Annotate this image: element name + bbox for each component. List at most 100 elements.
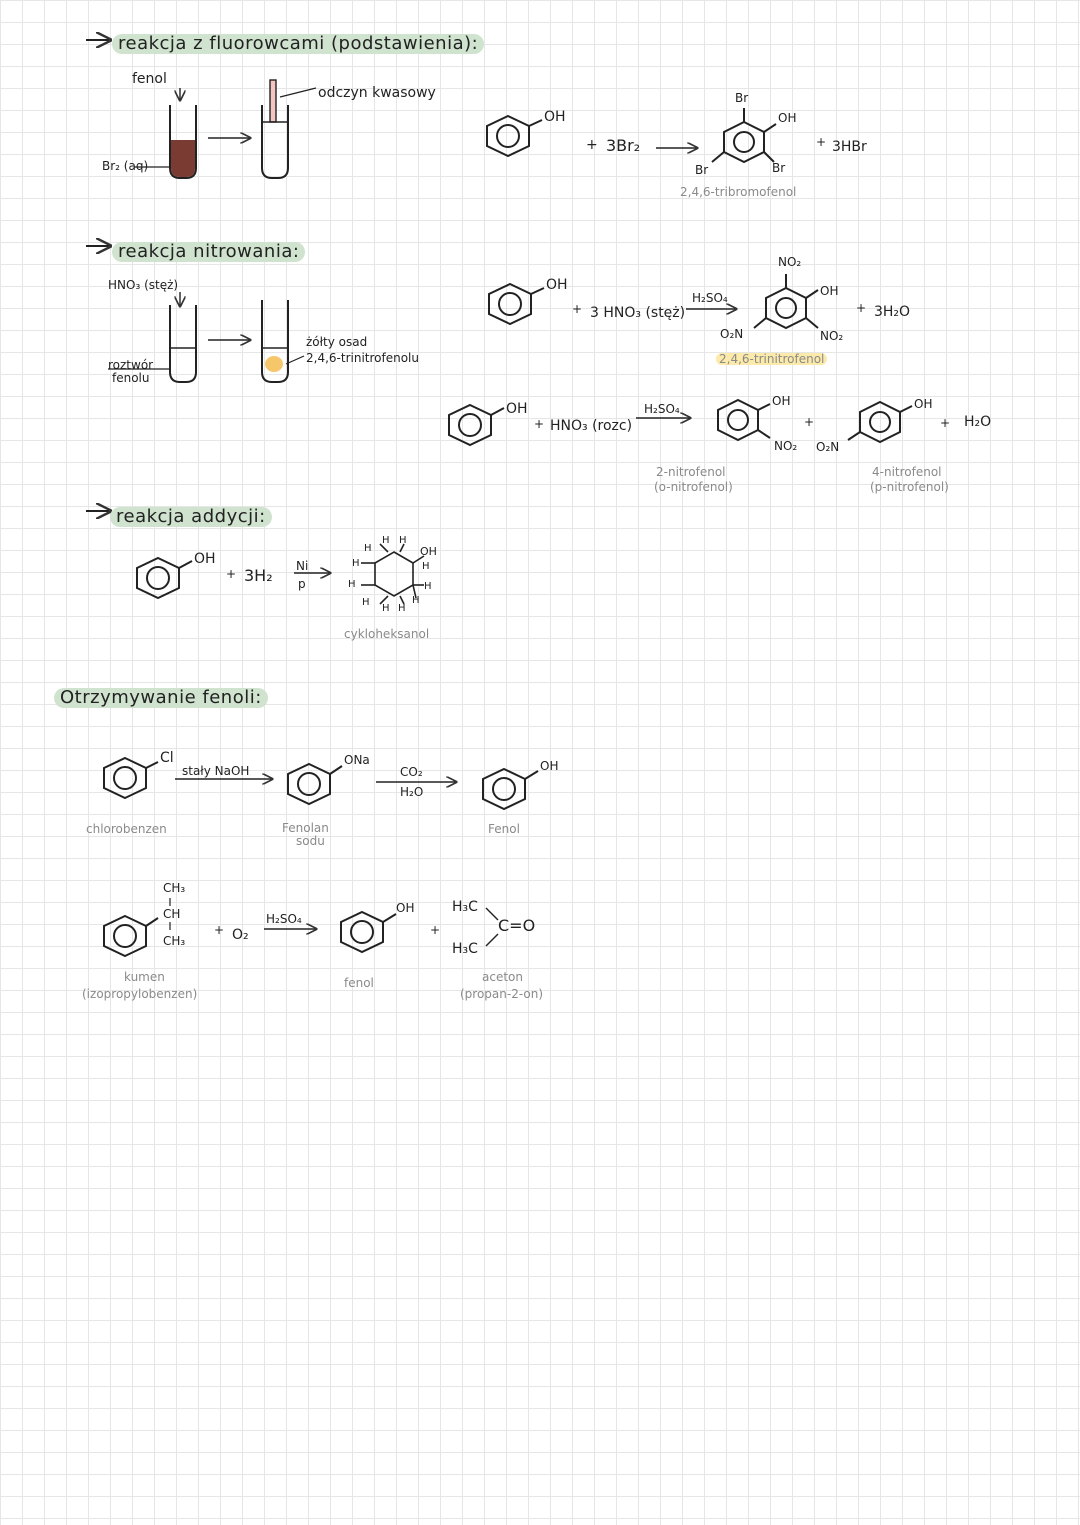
benzene-ring-trinitrophenol <box>753 274 819 330</box>
h-atom: H <box>382 603 390 614</box>
label-trinitrophenol: 2,4,6-trinitrofenolu <box>306 351 419 365</box>
h-atom: H <box>382 535 390 546</box>
oh-group: OH <box>506 401 528 417</box>
byproduct-water: 3H₂O <box>874 304 911 320</box>
reagent-hno3-conc: 3 HNO₃ (stęż) <box>590 305 686 321</box>
byproduct-water: H₂O <box>964 414 992 430</box>
reagent-hno3-dilute: HNO₃ (rozc) <box>550 418 633 434</box>
h-atom: H <box>348 579 356 590</box>
product-name-4-nitrophenol: 4-nitrofenol <box>872 465 942 479</box>
byproduct-hbr: 3HBr <box>832 139 867 155</box>
product-name-cyclohexanol: cykloheksanol <box>344 627 430 641</box>
label-bromine-water: Br₂ (aq) <box>102 159 149 173</box>
ch-group: CH <box>163 907 181 921</box>
name-cumene: kumen <box>124 970 165 984</box>
ch3-top: CH₃ <box>163 881 186 895</box>
oh-group: OH <box>396 901 415 915</box>
plus-sign: + <box>586 137 598 153</box>
br-left: Br <box>695 163 709 177</box>
plus-sign: + <box>430 923 441 937</box>
catalyst-h2so4: H₂SO₄ <box>266 912 302 926</box>
heading-addition: reakcja addycji: <box>110 507 272 527</box>
oh-group: OH <box>544 109 566 125</box>
label-fenol: fenol <box>132 71 167 87</box>
benzene-ring-tribromophenol <box>711 108 777 164</box>
benzene-ring-phenol-1 <box>486 114 543 158</box>
benzene-ring-phenol-4 <box>136 556 193 600</box>
reagent-water: H₂O <box>400 785 424 799</box>
name-sodium-phenoxide-1: Fenolan <box>282 821 329 835</box>
no2-ortho: NO₂ <box>774 439 798 453</box>
reagent-oxygen: O₂ <box>232 927 249 943</box>
oh-group: OH <box>420 545 437 558</box>
h3c-bottom: H₃C <box>452 941 478 957</box>
br-top: Br <box>735 91 749 105</box>
h-atom: H <box>399 535 407 546</box>
ch3-bottom: CH₃ <box>163 934 186 948</box>
plus-sign: + <box>226 567 237 581</box>
no2-right: NO₂ <box>820 329 844 343</box>
heading-nitration: reakcja nitrowania: <box>112 242 306 262</box>
plus-sign: + <box>804 415 815 429</box>
product-name-2-nitrophenol: 2-nitrofenol <box>656 465 726 479</box>
plus-sign: + <box>534 417 545 431</box>
h-atom: H <box>422 561 430 572</box>
catalyst-h2so4: H₂SO₄ <box>644 402 680 416</box>
carbonyl-group: C=O <box>498 916 536 935</box>
heading-substitution: reakcja z fluorowcami (podstawienia): <box>112 34 485 54</box>
plus-sign: + <box>856 301 867 315</box>
reagent-bromine: 3Br₂ <box>606 136 641 155</box>
name-isopropylbenzene: (izopropylobenzen) <box>82 987 198 1001</box>
benzene-ring-chlorobenzene <box>103 756 159 800</box>
reagent-hydrogen: 3H₂ <box>244 566 273 585</box>
catalyst-nickel: Ni <box>296 559 309 573</box>
acetone-bonds <box>485 907 499 947</box>
h-atom: H <box>364 543 372 554</box>
plus-sign: + <box>940 416 951 430</box>
ona-group: ONa <box>344 753 370 767</box>
product-name-trinitrophenol: 2,4,6-trinitrofenol <box>716 353 828 365</box>
label-of-phenol: fenolu <box>112 371 150 385</box>
br-right: Br <box>772 161 786 175</box>
product-name-o-nitrophenol: (o-nitrofenol) <box>654 480 733 494</box>
reagent-co2: CO₂ <box>400 765 423 779</box>
name-sodium-phenoxide-2: sodu <box>296 834 325 848</box>
oh-group: OH <box>772 394 791 408</box>
condition-pressure: p <box>298 577 306 591</box>
product-name-p-nitrophenol: (p-nitrofenol) <box>870 480 949 494</box>
benzene-ring-phenol-6 <box>340 910 397 954</box>
benzene-ring-cumene <box>103 898 171 958</box>
name-chlorobenzene: chlorobenzen <box>86 822 167 836</box>
h-atom: H <box>362 597 370 608</box>
benzene-ring-phenol-3 <box>448 403 505 447</box>
reagent-solid-naoh: stały NaOH <box>182 764 250 778</box>
test-tube-phenol-solution <box>169 305 197 383</box>
plus-sign: + <box>214 923 225 937</box>
test-tube-with-indicator <box>261 79 289 179</box>
oh-group: OH <box>778 111 797 125</box>
label-solution: roztwór <box>108 358 154 372</box>
name-propan-2-one: (propan-2-on) <box>460 987 544 1001</box>
name-phenol: Fenol <box>488 822 520 836</box>
benzene-ring-sodium-phenoxide <box>287 762 343 806</box>
benzene-ring-phenol-2 <box>488 282 545 326</box>
o2n-para: O₂N <box>816 440 840 454</box>
h-atom: H <box>398 603 406 614</box>
oh-group: OH <box>546 277 568 293</box>
no2-top: NO₂ <box>778 255 802 269</box>
label-hno3-conc: HNO₃ (stęż) <box>108 278 179 292</box>
oh-group: OH <box>194 551 216 567</box>
cl-atom: Cl <box>160 750 174 766</box>
test-tube-yellow-precipitate <box>261 300 289 383</box>
oh-group: OH <box>914 397 933 411</box>
benzene-ring-phenol-5 <box>482 767 539 811</box>
plus-sign: + <box>816 135 827 149</box>
oh-group: OH <box>540 759 559 773</box>
name-acetone: aceton <box>482 970 523 984</box>
cyclohexane-ring <box>361 543 425 605</box>
plus-sign: + <box>572 302 583 316</box>
h-atom: H <box>412 595 420 606</box>
product-name-tribromophenol: 2,4,6-tribromofenol <box>680 185 797 199</box>
benzene-ring-p-nitrophenol <box>847 400 913 444</box>
